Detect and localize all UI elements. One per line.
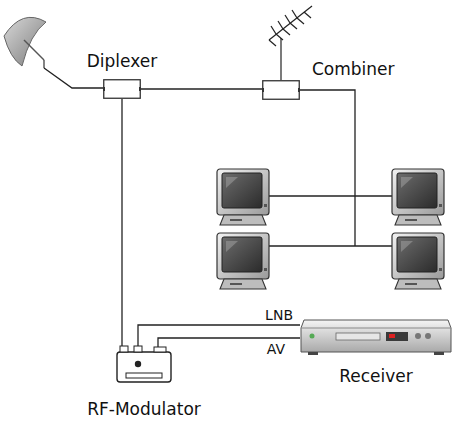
node-label: RF-Modulator: [87, 399, 201, 419]
tv-set: [392, 233, 444, 289]
diplexer-box: Diplexer: [103, 79, 141, 99]
node-label: Receiver: [339, 366, 413, 386]
rf-modulator-box-shape: [116, 345, 172, 383]
node-label: Combiner: [312, 59, 395, 79]
diplexer-box-shape: [103, 79, 141, 99]
tv-antenna: [269, 6, 312, 80]
cable-connector: [121, 99, 122, 346]
tv-cabling: [268, 90, 393, 246]
combiner-box-shape: [262, 80, 300, 100]
tv-set: [392, 169, 444, 225]
tv-set: [217, 233, 269, 289]
receiver-device: Receiver: [300, 318, 452, 356]
signal-label: AV: [266, 341, 286, 357]
signal-label: LNB: [264, 307, 294, 323]
receiver-device-shape: [300, 318, 452, 356]
combiner-box: Combiner: [262, 80, 300, 100]
rf-modulator-box: RF-Modulator: [116, 345, 172, 383]
node-label: Diplexer: [87, 51, 157, 71]
cable-connector: [141, 88, 262, 89]
tv-set: [217, 169, 269, 225]
